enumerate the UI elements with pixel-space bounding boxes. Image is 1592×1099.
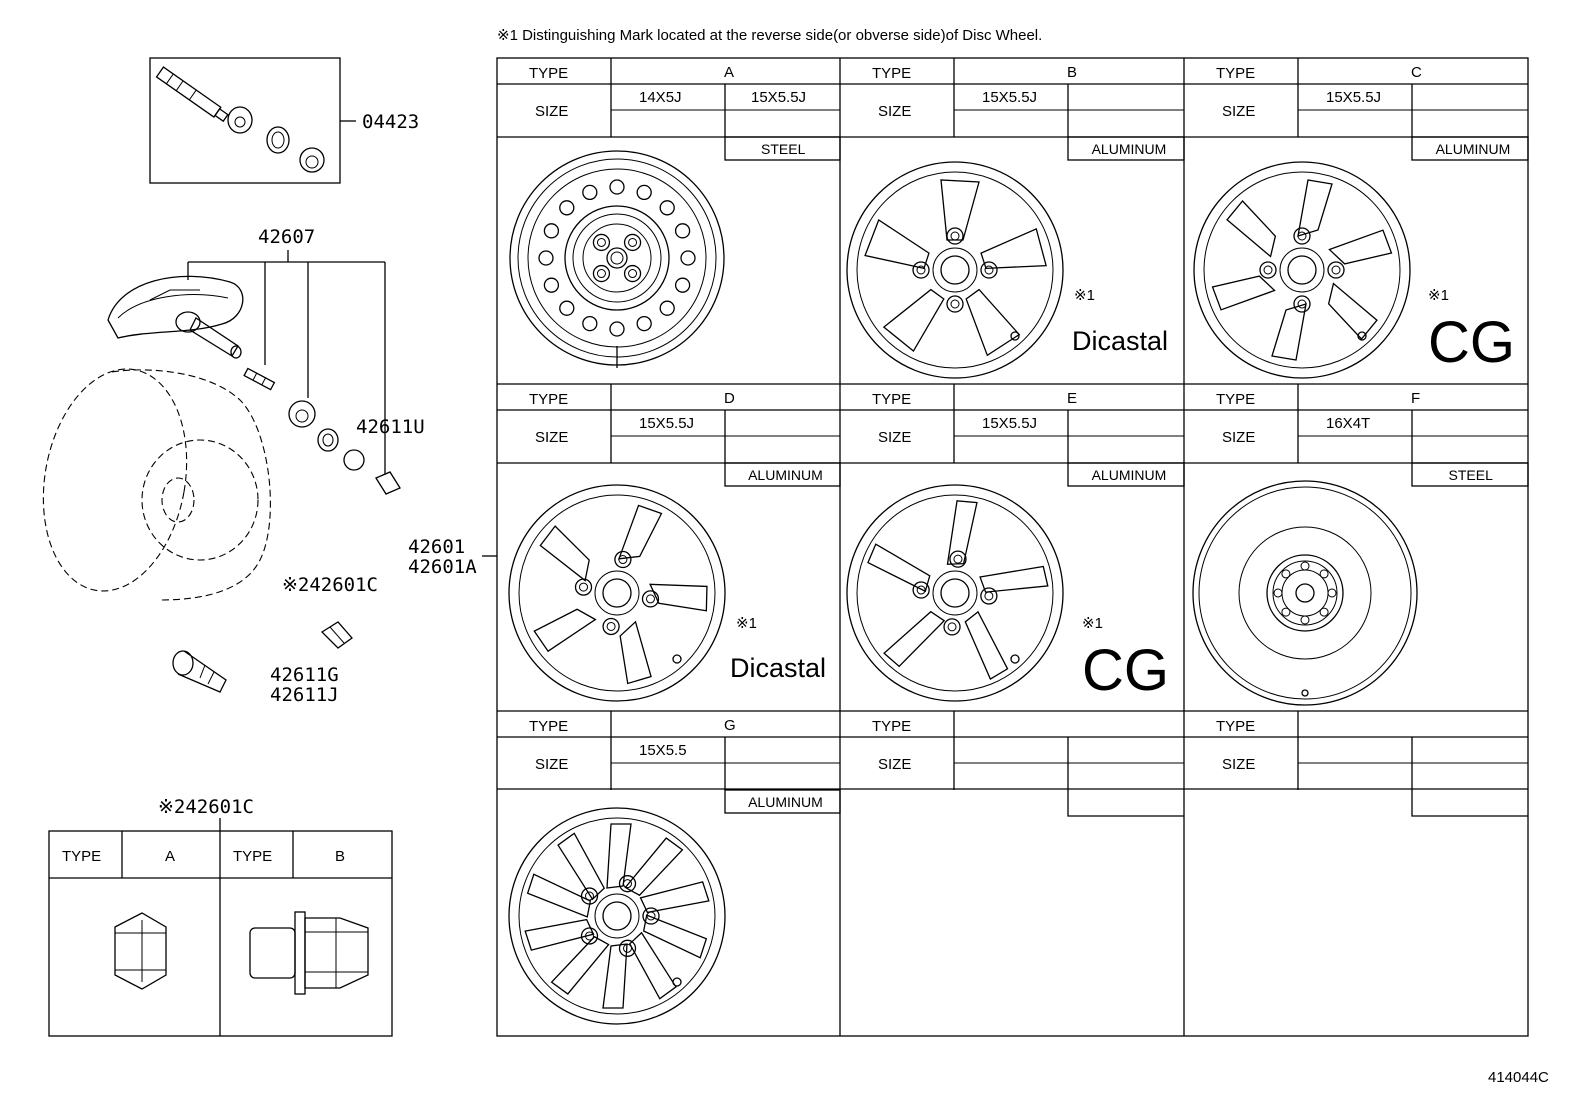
nut-type-table <box>48 830 393 1037</box>
type-value: B <box>1067 64 1077 81</box>
size-label: SIZE <box>878 103 911 120</box>
size-label: SIZE <box>1222 756 1255 773</box>
size-value: 15X5.5J <box>1326 89 1381 106</box>
size-value: 15X5.5J <box>982 89 1037 106</box>
nut-type-b-label: TYPE <box>233 848 272 865</box>
size-label: SIZE <box>535 756 568 773</box>
part-number-42601c: ※242601C <box>282 574 378 596</box>
ref-mark: ※1 <box>1074 287 1095 304</box>
wheel-nut <box>320 621 353 649</box>
steel-wheel-illustration <box>509 150 725 368</box>
size-value: 15X5.5 <box>639 742 687 759</box>
type-value: D <box>724 390 735 407</box>
size-label: SIZE <box>535 103 568 120</box>
size-label: SIZE <box>535 429 568 446</box>
size-label: SIZE <box>878 429 911 446</box>
type-value: G <box>724 717 736 734</box>
ref-mark: ※1 <box>1428 287 1449 304</box>
type-label: TYPE <box>1216 391 1255 408</box>
diagram-id: 414044C <box>1488 1069 1549 1086</box>
type-label: TYPE <box>872 391 911 408</box>
nut-type-b-value: B <box>335 848 345 865</box>
size-value: 15X5.5J <box>982 415 1037 432</box>
valve-kit-assembly <box>149 57 356 184</box>
distinguishing-mark-note: ※1 Distinguishing Mark located at the re… <box>497 27 1042 44</box>
steel-wheel-illustration <box>1192 480 1418 706</box>
distinguishing-mark: ※1CG <box>1082 615 1169 703</box>
type-value: A <box>724 64 734 81</box>
type-value: F <box>1411 390 1420 407</box>
ref-mark: ※1 <box>1082 615 1103 632</box>
part-number-42611j: 42611J <box>270 684 339 706</box>
alloy-wheel-illustration <box>1193 161 1411 379</box>
type-label: TYPE <box>1216 65 1255 82</box>
material-label: STEEL <box>1449 467 1494 483</box>
wheel-cell-empty-7: TYPE SIZE <box>872 711 1184 817</box>
alloy-wheel-illustration <box>508 807 726 1025</box>
distinguishing-mark: ※1CG <box>1428 287 1515 375</box>
wheel-cell-d: TYPE SIZE D 15X5.5J ALUMINUM <box>529 384 841 487</box>
type-label: TYPE <box>1216 718 1255 735</box>
wheel-cell-a: TYPE SIZE A 14X5J 15X5.5J STEEL <box>529 58 841 161</box>
material-label: ALUMINUM <box>748 794 823 810</box>
size-label: SIZE <box>878 756 911 773</box>
wheel-cell-b: TYPE SIZE B 15X5.5J ALUMINUM <box>872 58 1185 161</box>
part-number-42601: 42601 <box>408 536 465 558</box>
type-label: TYPE <box>529 65 568 82</box>
type-label: TYPE <box>529 718 568 735</box>
ref-mark: ※1 <box>736 615 757 632</box>
material-label: ALUMINUM <box>1092 467 1167 483</box>
type-label: TYPE <box>872 718 911 735</box>
part-number-42601a: 42601A <box>408 556 477 578</box>
nut-type-a-value: A <box>165 848 175 865</box>
alloy-wheel-illustration <box>508 484 726 702</box>
part-number-42601c-table: ※242601C <box>158 796 254 818</box>
cg-mark: CG <box>1082 638 1169 703</box>
part-number-42607: 42607 <box>258 226 315 248</box>
wheel-cell-c: TYPE SIZE C 15X5.5J ALUMINUM <box>1216 58 1529 161</box>
type-value: E <box>1067 390 1077 407</box>
size-value: 16X4T <box>1326 415 1370 432</box>
size-value: 14X5J <box>639 89 682 106</box>
wheel-cell-e: TYPE SIZE E 15X5.5J ALUMINUM <box>872 384 1185 487</box>
material-label: STEEL <box>761 141 806 157</box>
material-label: ALUMINUM <box>748 467 823 483</box>
dicastal-mark: Dicastal <box>730 653 826 683</box>
tpms-sensor-assembly <box>107 250 401 495</box>
dicastal-mark: Dicastal <box>1072 326 1168 356</box>
alloy-wheel-illustration <box>846 484 1064 702</box>
size-label: SIZE <box>1222 429 1255 446</box>
wheel-cell-f: TYPE SIZE F 16X4T STEEL <box>1216 384 1529 487</box>
tire-outline <box>42 368 271 601</box>
alloy-wheel-illustration <box>846 161 1064 379</box>
nut-type-a-label: TYPE <box>62 848 101 865</box>
size-value: 15X5.5J <box>639 415 694 432</box>
type-label: TYPE <box>872 65 911 82</box>
material-label: ALUMINUM <box>1092 141 1167 157</box>
size-label: SIZE <box>1222 103 1255 120</box>
size-value: 15X5.5J <box>751 89 806 106</box>
part-number-04423: 04423 <box>362 111 419 133</box>
material-label: ALUMINUM <box>1436 141 1511 157</box>
wheel-type-table <box>496 57 1529 1037</box>
part-number-42611u: 42611U <box>356 416 425 438</box>
type-value: C <box>1411 64 1422 81</box>
part-number-42611g: 42611G <box>270 664 339 686</box>
wheel-cell-empty-8: TYPE SIZE <box>1216 711 1528 817</box>
valve-stem <box>172 650 227 693</box>
cg-mark: CG <box>1428 310 1515 375</box>
type-label: TYPE <box>529 391 568 408</box>
